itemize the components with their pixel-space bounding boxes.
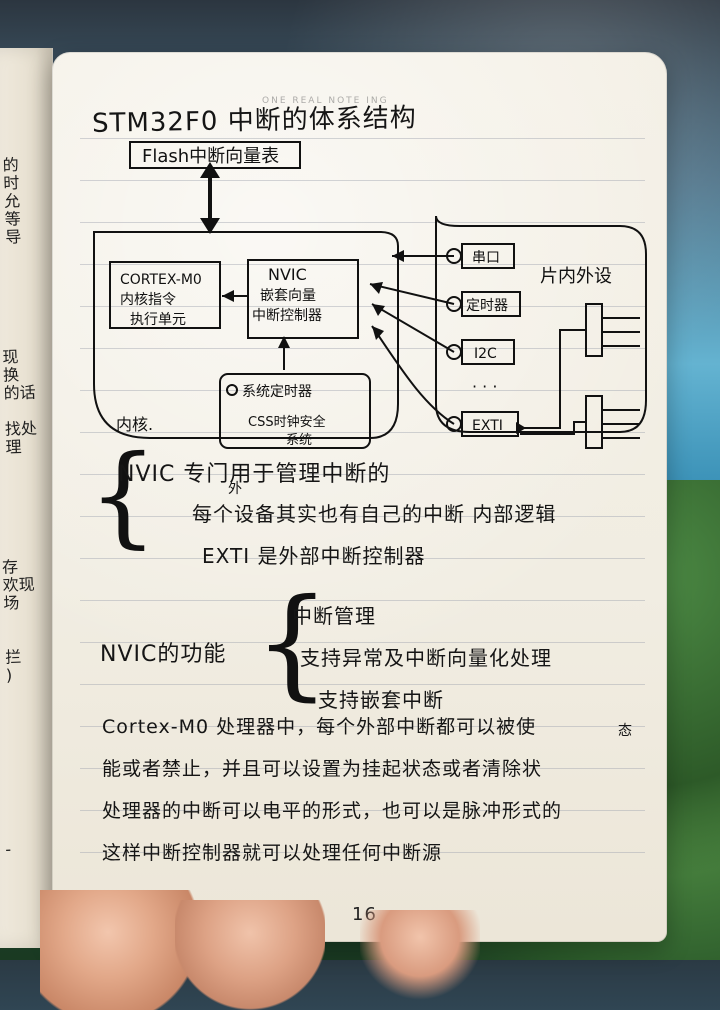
hand-finger [175,900,325,1010]
diagram-svg: Flash中断向量表 CORTEX-M0 内核指令 执行单元 NVIC 嵌套向量… [80,134,650,454]
peripheral-dots: · · · [472,377,497,396]
left-page-scribbles-lower: - [2,767,49,858]
paragraph-line-1-end-mark: 态 [618,720,633,740]
notes-line-3: EXTI 是外部中断控制器 [202,540,425,569]
systick-port-circle [227,385,237,395]
nvic-function-item-1: 中断管理 [292,600,376,629]
nvic-functions-label: NVIC的功能 [100,636,226,668]
css-line1: CSS时钟安全 [248,414,326,430]
peripherals-title: 片内外设 [540,266,612,287]
arrowhead-left [222,290,234,302]
external-connector-top [586,304,602,356]
interrupt-architecture-diagram: Flash中断向量表 CORTEX-M0 内核指令 执行单元 NVIC 嵌套向量… [80,134,650,454]
exti-label: EXTI [472,418,503,434]
left-page-scribbles-low: 存 欢现 场 拦 ) [2,557,50,684]
hand-finger-2 [360,910,480,1000]
paragraph-line-2: 能或者禁止，并且可以设置为挂起状态或者清除状 [102,754,542,781]
cortex-core-line1: CORTEX-M0 [120,272,202,288]
nvic-function-item-2: 支持异常及中断向量化处理 [300,642,552,671]
timer-to-nvic-arrow [370,284,454,304]
exti-to-nvic-arrow [372,326,454,424]
css-line2: 系统 [286,433,312,448]
external-connector-bottom [586,396,602,448]
peripheral-outline [436,216,646,432]
exti-line-to-connector [520,330,586,428]
left-notebook-page: 的 时 允 等 导 现 换 的话 找处 理 存 欢现 场 拦 ) - [0,48,53,948]
left-page-scribbles-top: 的 时 允 等 导 [2,155,49,246]
paragraph-line-1: Cortex-M0 处理器中，每个外部中断都可以被使 [102,712,536,739]
paragraph-line-3: 处理器的中断可以电平的形式，也可以是脉冲形式的 [102,796,562,823]
i2c-label: I2C [474,346,497,362]
serial-label: 串口 [472,250,500,266]
notes-insert-mark: 外 [228,478,243,498]
notes-line-1: NVIC 专门用于管理中断的 [118,456,390,488]
nvic-line3: 中断控制器 [252,308,322,324]
nvic-function-item-3: 支持嵌套中断 [318,684,444,713]
arrowhead-left [372,326,384,340]
notes-line-2: 每个设备其实也有自己的中断 内部逻辑 [192,498,556,527]
left-page-scribbles-mid: 现 换 的话 找处 理 [2,347,50,456]
cortex-core-line2: 内核指令 [120,292,176,308]
paragraph-line-4: 这样中断控制器就可以处理任何中断源 [102,838,442,865]
systick-label: 系统定时器 [242,384,312,400]
timer-label: 定时器 [466,298,508,314]
nvic-line1: NVIC [268,265,307,284]
nvic-line2: 嵌套向量 [260,288,316,304]
notebook-page: ONE REAL NOTE ING STM32F0 中断的体系结构 Flash中… [52,52,667,942]
arrowhead-left [370,282,383,294]
cortex-core-line3: 执行单元 [130,312,186,328]
